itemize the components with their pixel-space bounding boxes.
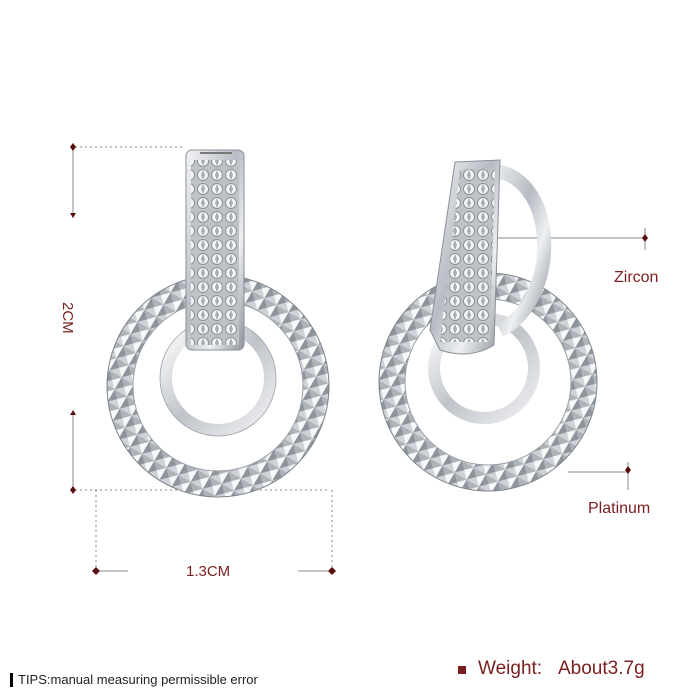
zircon-callout-label: Zircon — [614, 269, 659, 286]
right-earring — [378, 159, 598, 492]
platinum-callout-label: Platinum — [588, 500, 651, 517]
weight-value: About3.7g — [558, 658, 645, 679]
dimension-markers — [70, 143, 648, 575]
tips-text: TIPS:manual measuring permissible error — [18, 672, 258, 687]
weight-bullet — [458, 666, 466, 674]
weight-label: Weight: — [478, 658, 543, 679]
height-dimension-label: 2CM — [59, 302, 76, 334]
width-dimension-label: 1.3CM — [186, 563, 231, 580]
dimension-guides — [70, 146, 646, 572]
tips-marker — [10, 673, 13, 687]
left-earring — [106, 149, 330, 498]
